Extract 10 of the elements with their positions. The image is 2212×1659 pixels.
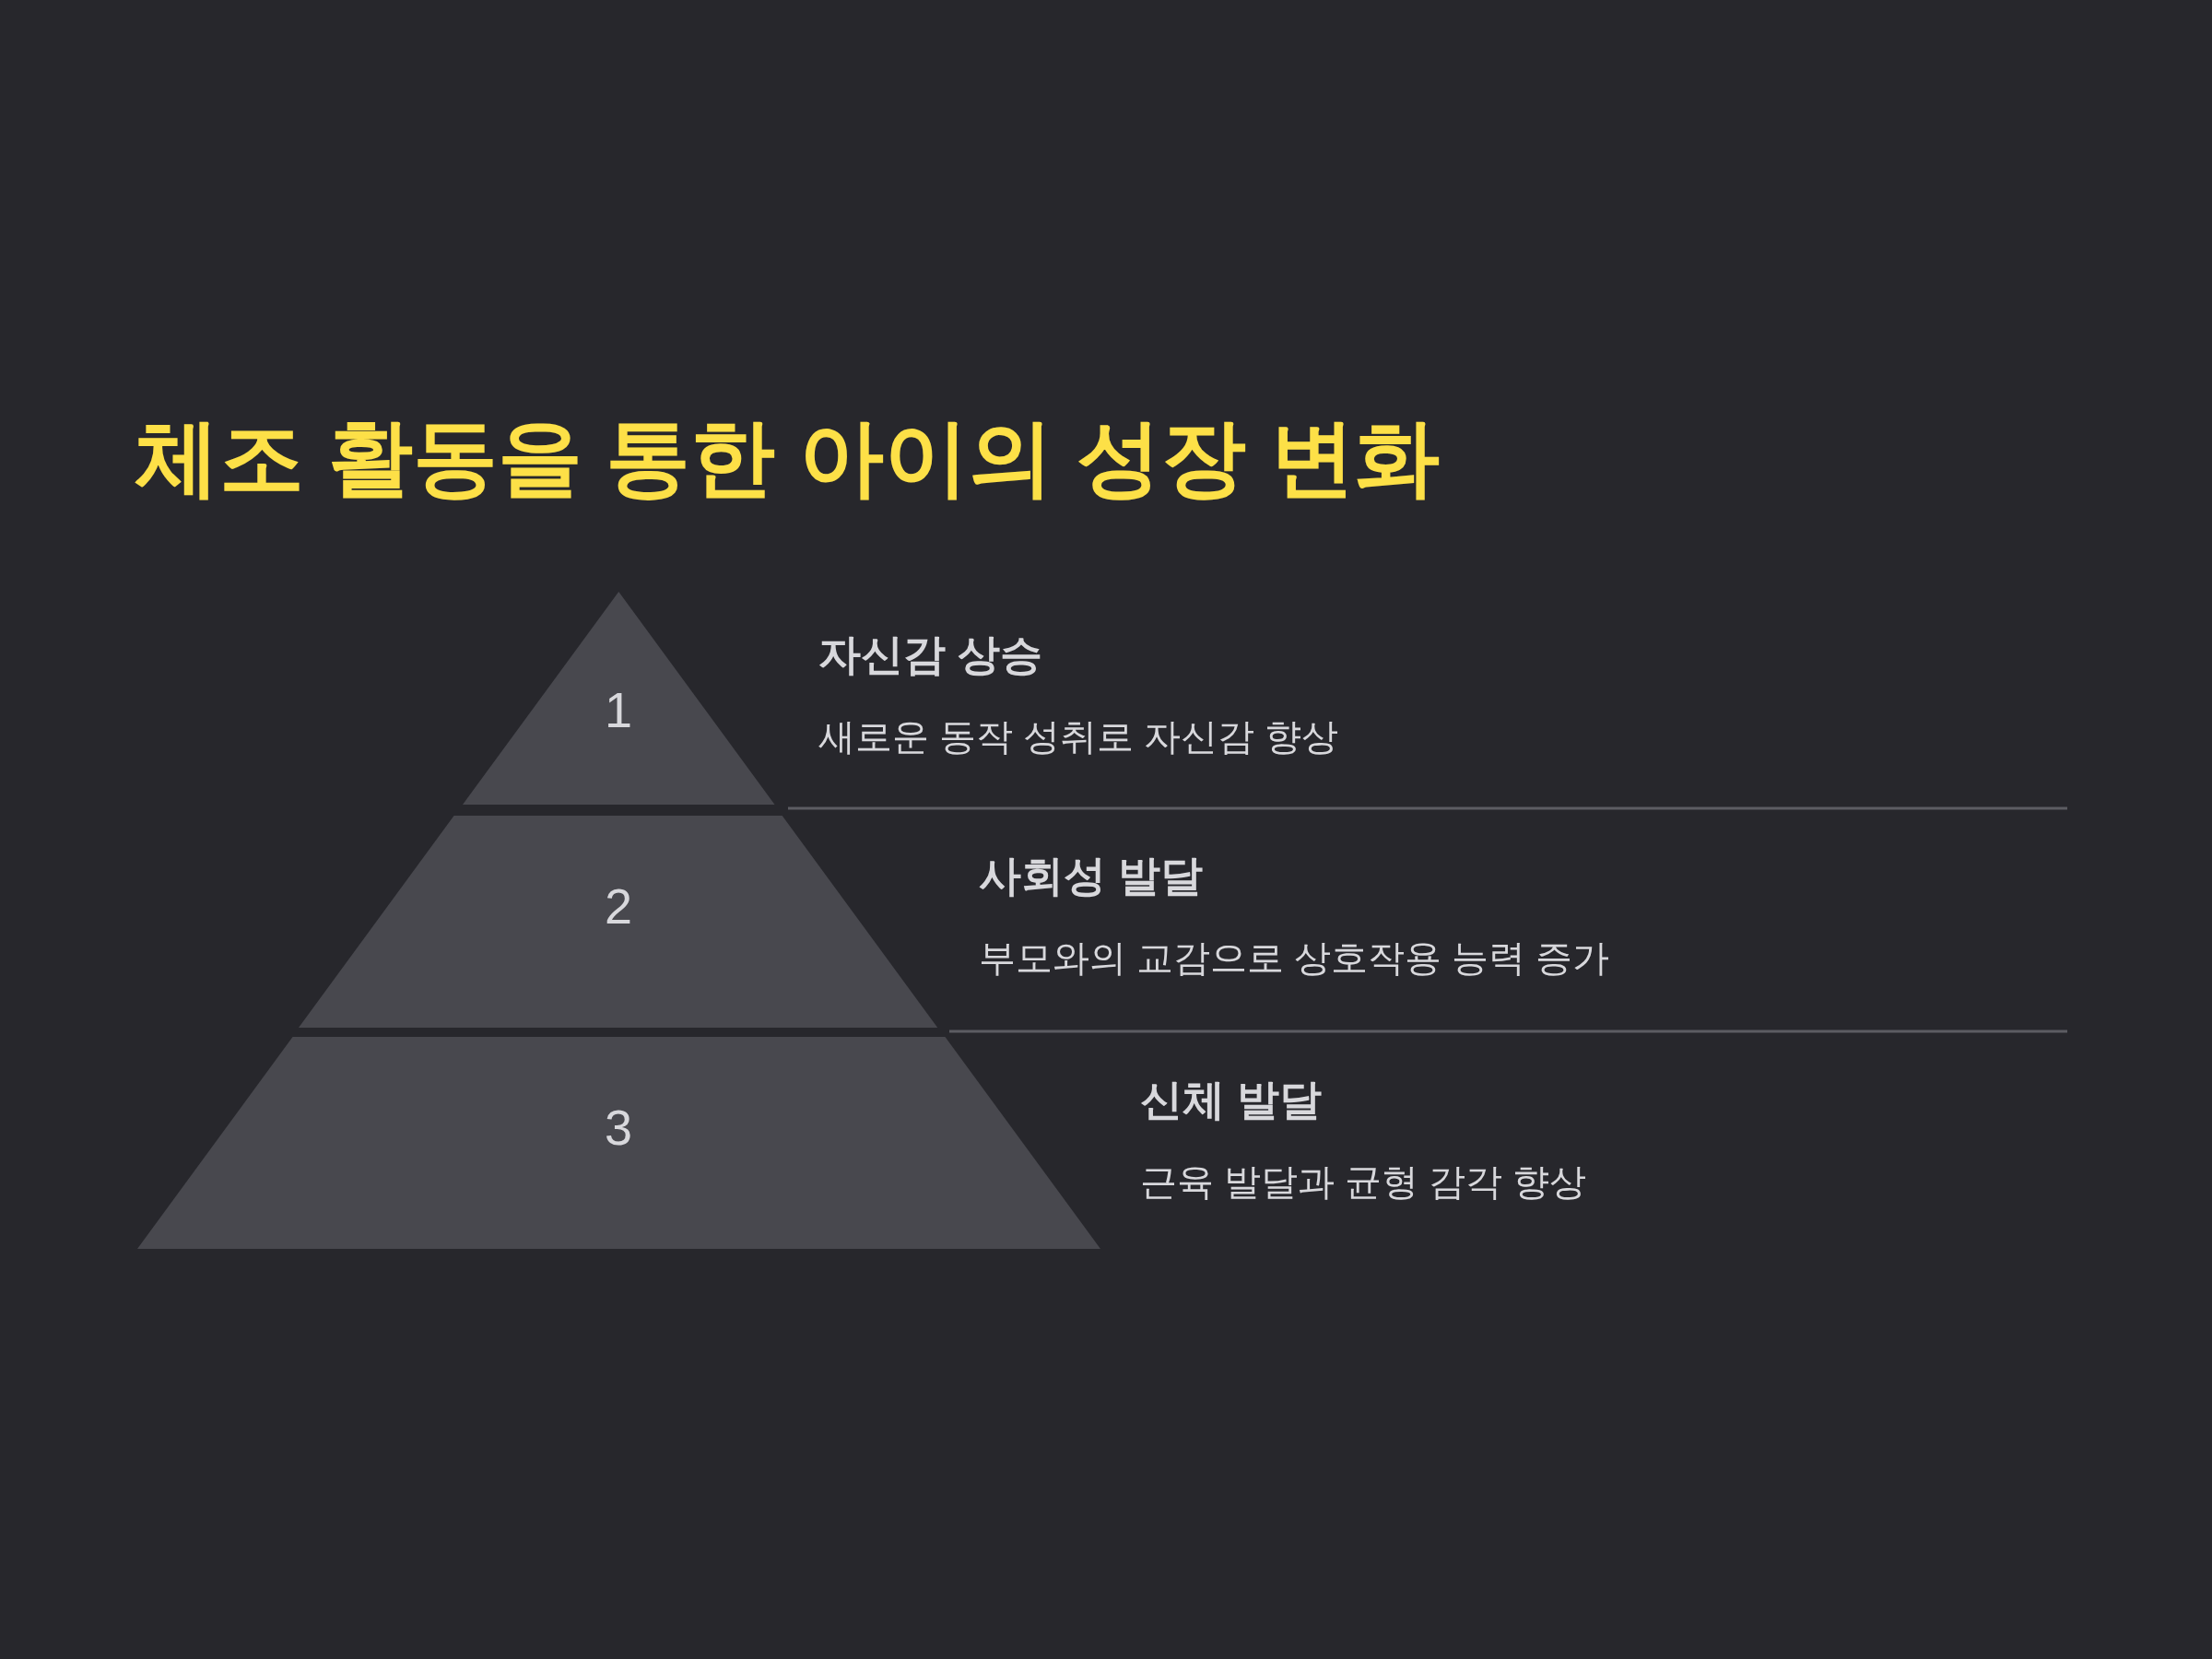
- level-heading: 자신감 상승: [818, 629, 1042, 680]
- level-number: 2: [604, 877, 632, 935]
- level-heading: 사회성 발달: [979, 851, 1203, 901]
- level-description: 새로운 동작 성취로 자신감 향상: [818, 715, 1339, 759]
- level-description: 근육 발달과 균형 감각 향상: [1140, 1160, 1587, 1204]
- page-title: 체조 활동을 통한 아이의 성장 변화: [135, 409, 1440, 506]
- level-number: 1: [604, 681, 632, 739]
- level-number: 3: [605, 1098, 632, 1156]
- level-description: 부모와의 교감으로 상호작용 능력 증가: [979, 936, 1610, 980]
- level-heading: 신체 발달: [1140, 1075, 1322, 1125]
